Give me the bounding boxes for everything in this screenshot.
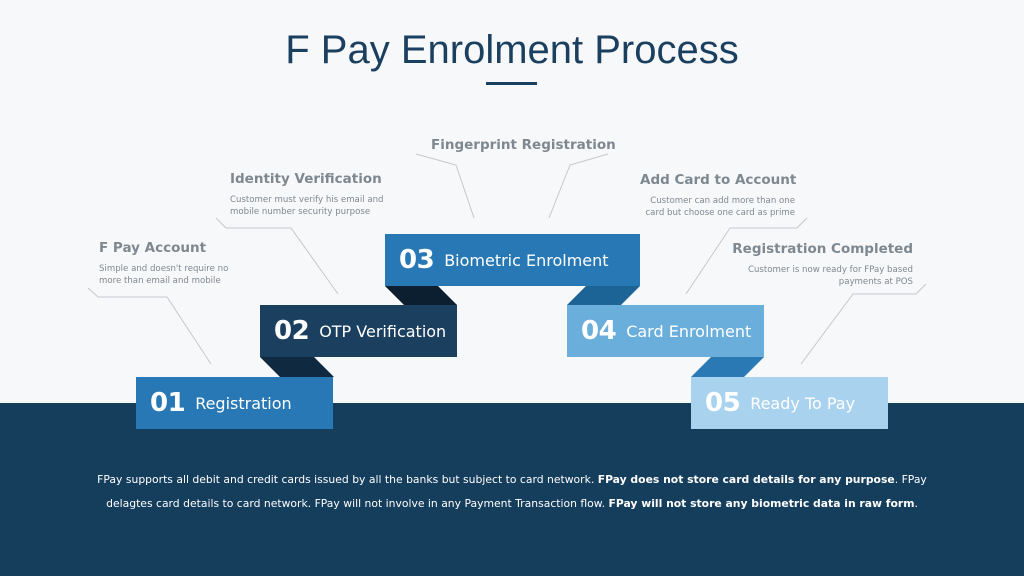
footer-note: FPay supports all debit and credit cards… [80,468,944,516]
fold-03-04 [567,286,640,305]
footer-bold-1: FPay does not store card details for any… [597,473,895,486]
step-registration: 01 Registration [136,377,333,429]
annotation-text: Customer can add more than one card but … [645,196,795,218]
footer-text-3: . [914,497,918,510]
leader-line-3b [548,153,609,219]
step-label: Biometric Enrolment [444,250,609,270]
step-label: Card Enrolment [626,321,752,341]
fold-01-02 [260,357,334,377]
annotation-text: Simple and doesn't require no more than … [99,264,229,286]
annotation-heading: Identity Verification [230,171,382,187]
step-number: 01 [150,388,186,418]
annotation-heading: Fingerprint Registration [431,137,616,153]
leader-line-1 [87,287,212,365]
annotation-identity-verification: Identity Verification Customer must veri… [230,171,390,218]
annotation-text: Customer must verify his email and mobil… [230,195,384,217]
leader-line-5 [800,283,927,365]
step-label: Registration [195,393,292,413]
leader-line-2 [215,217,339,295]
annotation-add-card: Add Card to Account Customer can add mor… [640,172,797,219]
step-number: 04 [581,316,617,346]
fold-02-03 [385,286,457,305]
footer-bold-2: FPay will not store any biometric data i… [608,497,915,510]
annotation-heading: Add Card to Account [640,172,797,188]
bottom-band [0,403,1024,576]
step-number: 03 [399,245,435,275]
annotation-text: Customer is now ready for FPay based pay… [747,265,913,287]
step-otp-verification: 02 OTP Verification [260,305,457,357]
step-card-enrolment: 04 Card Enrolment [567,305,764,357]
footer-text-2: . FPay delagtes card details to card net… [106,473,927,510]
annotation-fingerprint-registration: Fingerprint Registration [431,137,631,160]
page-title: F Pay Enrolment Process [285,28,739,72]
step-number: 05 [705,388,741,418]
step-label: OTP Verification [319,321,447,341]
step-label: Ready To Pay [750,393,856,413]
title-underline [486,82,537,85]
footer-text-1: FPay supports all debit and credit cards… [97,473,598,486]
leader-line-3a [415,153,475,219]
step-number: 02 [274,316,310,346]
annotation-f-pay-account: F Pay Account Simple and doesn't require… [99,240,239,287]
fold-04-05 [691,357,764,377]
annotation-registration-completed: Registration Completed Customer is now r… [730,241,913,288]
annotation-heading: Registration Completed [732,241,913,257]
step-biometric-enrolment: 03 Biometric Enrolment [385,234,640,286]
step-ready-to-pay: 05 Ready To Pay [691,377,888,429]
leader-line-4 [685,217,808,295]
annotation-heading: F Pay Account [99,240,207,256]
